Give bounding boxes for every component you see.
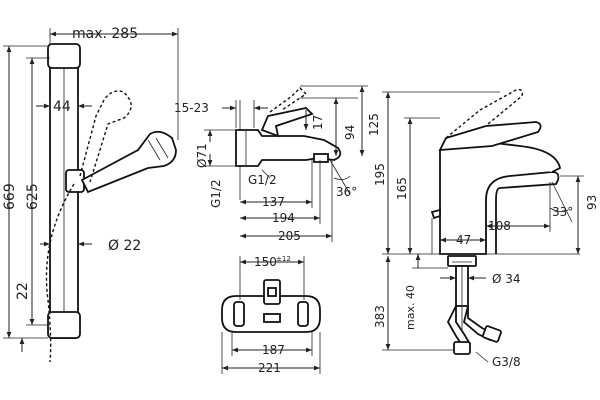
dim-165: 165 — [395, 177, 409, 200]
basin-mixer-lever-raised — [445, 88, 524, 139]
front-mixer-spout — [263, 313, 281, 323]
dim-94: 94 — [343, 125, 357, 140]
dim-221: 221 — [258, 361, 281, 375]
rail-bottom-bracket — [47, 311, 81, 339]
basin-mixer-tailpiece — [447, 255, 477, 267]
dim-angle-33: 33° — [552, 205, 573, 219]
label-g12-horizontal: G1/2 — [248, 173, 277, 187]
bath-mixer-lever-raised — [269, 87, 308, 113]
basin-popup-rod — [430, 208, 441, 220]
label-g38: G3/8 — [492, 355, 521, 369]
hand-shower — [80, 130, 177, 194]
rail-top-bracket — [47, 43, 81, 69]
bath-mixer-side-view: 15-23 Ø71 G1/2 G1/2 17 94 125 36° 137 — [174, 85, 381, 243]
bath-mixer-front-view: 150 ±12 187 221 — [221, 255, 321, 375]
hand-shower-alt-position — [79, 90, 132, 183]
dim-137: 137 — [262, 195, 285, 209]
dim-125: 125 — [367, 113, 381, 136]
dim-195: 195 — [373, 163, 387, 186]
dim-44: 44 — [53, 99, 71, 115]
dim-22-left: 22 — [15, 282, 31, 300]
basin-mixer-body — [439, 150, 560, 255]
dim-angle-36: 36° — [336, 185, 357, 199]
dim-194: 194 — [272, 211, 295, 225]
bath-mixer-lever — [260, 107, 314, 138]
dim-150-tolerance: ±12 — [276, 255, 291, 263]
dim-625: 625 — [25, 183, 41, 210]
dim-187: 187 — [262, 343, 285, 357]
dim-93: 93 — [585, 195, 599, 210]
dim-dia-22: Ø 22 — [108, 238, 141, 254]
dim-17: 17 — [311, 115, 325, 130]
dim-150: 150 — [254, 255, 277, 269]
dim-108: 108 — [488, 219, 511, 233]
shower-hose — [45, 183, 75, 363]
dim-383: 383 — [373, 305, 387, 328]
dim-205: 205 — [278, 229, 301, 243]
label-g12-vertical: G1/2 — [209, 179, 223, 208]
basin-mixer-lever — [438, 121, 542, 152]
dim-dia-34: Ø 34 — [492, 272, 521, 286]
basin-mixer-view: 195 165 108 33° 93 47 383 — [373, 88, 599, 369]
dim-max-285: max. 285 — [72, 26, 138, 42]
dim-47: 47 — [456, 233, 471, 247]
shower-rail-set-view: max. 285 669 625 44 22 Ø 22 — [2, 26, 179, 363]
dim-dia-71: Ø71 — [195, 143, 209, 168]
dim-max-40: max. 40 — [404, 285, 417, 330]
dim-15-23: 15-23 — [174, 101, 209, 115]
dim-669: 669 — [2, 183, 18, 210]
